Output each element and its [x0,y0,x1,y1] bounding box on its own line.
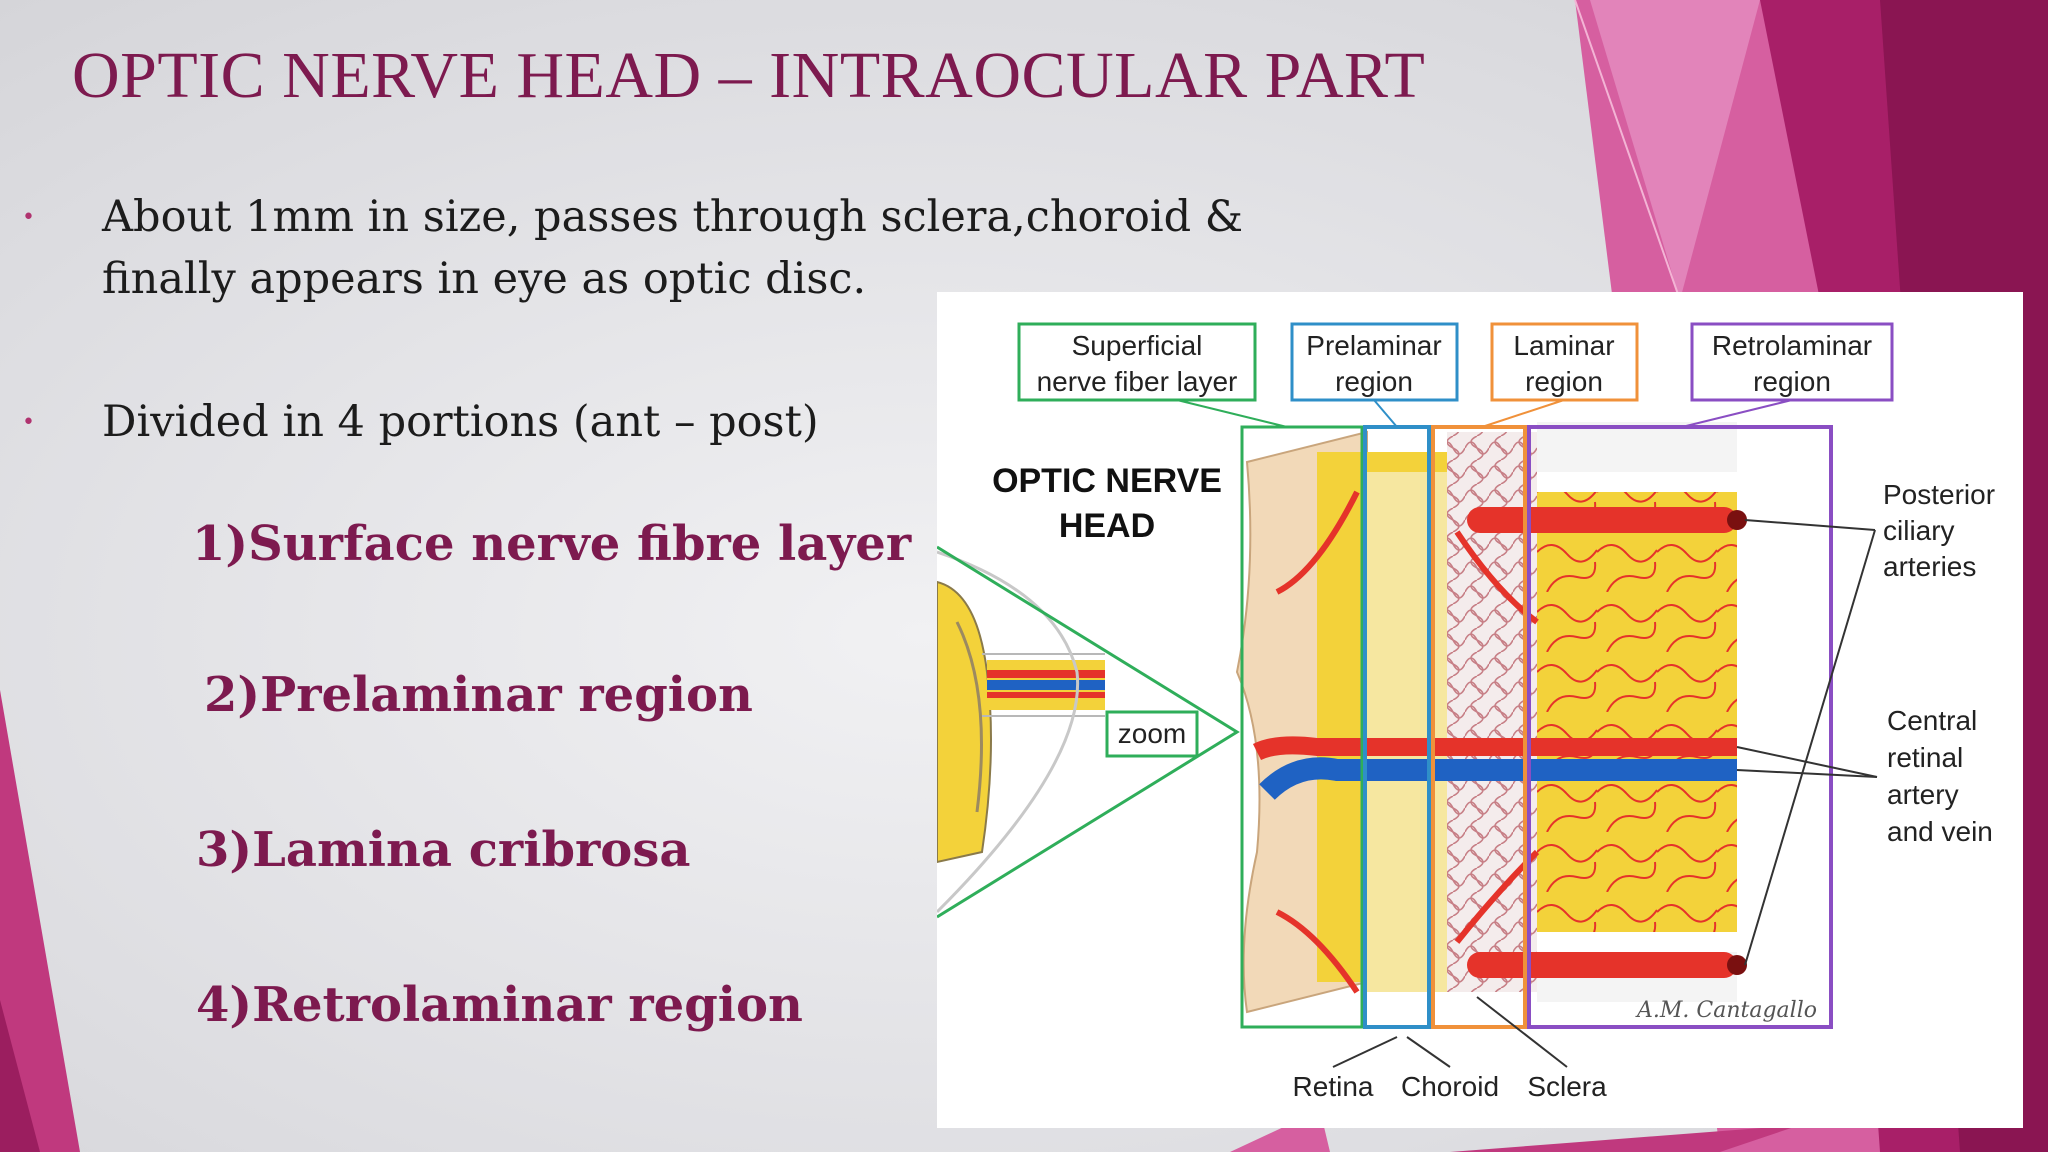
retrolaminar-region-outline [1527,425,1833,1029]
slide-title: OPTIC NERVE HEAD – INTRAOCULAR PART [72,39,1426,112]
label-central-retinal-vessels: Central retinal artery and vein [1736,705,1993,847]
label-text: Posterior [1883,479,1995,510]
label-posterior-ciliary-arteries: Posterior ciliary arteries [1744,479,1995,966]
zoom-lines [937,545,1240,919]
portion-1: 1)Surface nerve fibre layer [192,516,912,572]
zoom-label: zoom [1118,718,1186,749]
label-text: and vein [1887,816,1993,847]
eye-globe-sketch [937,550,1105,914]
box-text: region [1753,366,1831,397]
box-text: nerve fiber layer [1037,366,1238,397]
box-text: region [1335,366,1413,397]
label-sclera: Sclera [1527,1071,1607,1102]
label-box-prelaminar: Prelaminar region [1290,322,1459,428]
box-text: Laminar [1513,330,1614,361]
label-box-retrolaminar: Retrolaminar region [1681,322,1894,428]
label-text: ciliary [1883,515,1955,546]
box-text: Retrolaminar [1712,330,1872,361]
bullet-line: Divided in 4 portions (ant – post) [102,397,819,447]
box-text: region [1525,366,1603,397]
optic-nerve-head-diagram: zoom OPTIC NERVE HEAD [937,292,2023,1128]
label-text: artery [1887,779,1959,810]
artist-signature: A.M. Cantagallo [1635,998,1817,1023]
bullet-text-size: About 1mm in size, passes through sclera… [102,186,1282,310]
zoom-box [1105,710,1199,758]
label-text: arteries [1883,551,1976,582]
portion-3: 3)Lamina cribrosa [196,822,691,878]
bullet-marker: • [22,205,35,230]
bullet-text-portions: Divided in 4 portions (ant – post) [102,391,819,453]
box-text: Superficial [1072,330,1203,361]
bottom-labels: Retina Choroid Sclera [1293,996,1607,1102]
superficial-region-outline [1240,425,1364,1029]
label-box-superficial: Superficial nerve fiber layer [1017,322,1288,428]
label-retina: Retina [1293,1071,1374,1102]
diagram-heading: OPTIC NERVE [992,462,1222,500]
label-text: Central [1887,705,1977,736]
diagram-heading: HEAD [1059,507,1155,545]
box-text: Prelaminar [1306,330,1441,361]
bullet-line: finally appears in eye as optic disc. [102,254,867,304]
label-choroid: Choroid [1401,1071,1499,1102]
portion-2: 2)Prelaminar region [204,667,753,723]
laminar-region-outline [1431,425,1527,1029]
bullet-line: About 1mm in size, passes through sclera… [102,192,1244,242]
optic-nerve-body [1235,422,1747,1014]
portion-4: 4)Retrolaminar region [196,977,803,1033]
label-box-laminar: Laminar region [1481,322,1639,428]
bullet-marker: • [22,410,35,435]
label-text: retinal [1887,742,1963,773]
